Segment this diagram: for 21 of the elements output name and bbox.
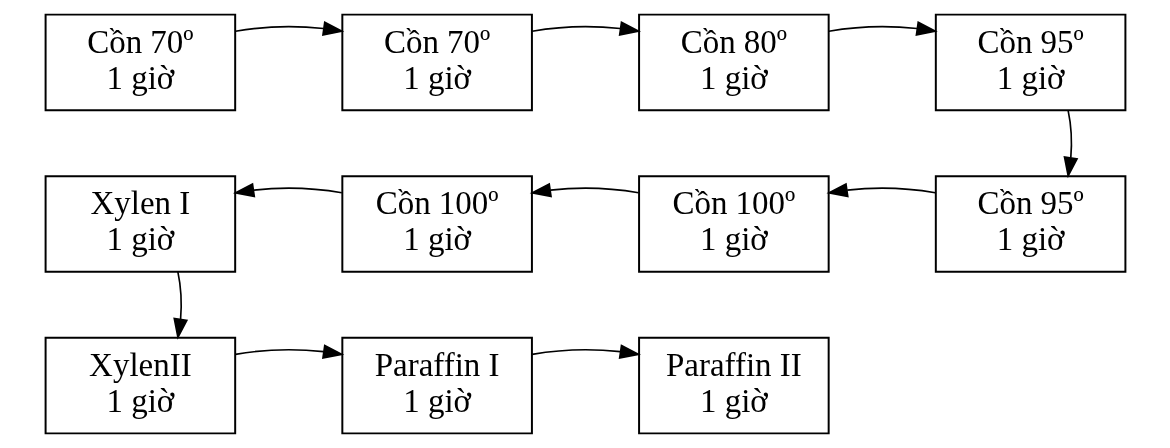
node-box: Paraffin I 1 giờ bbox=[340, 336, 533, 435]
node-box: Cồn 100º 1 giờ bbox=[340, 175, 533, 273]
arrow bbox=[825, 182, 936, 198]
arrow bbox=[827, 21, 938, 36]
node-box: Cồn 70º 1 giờ bbox=[340, 13, 533, 112]
node-box: XylenII 1 giờ bbox=[44, 336, 236, 435]
node-box: Cồn 95º 1 giờ bbox=[934, 13, 1126, 112]
arrow bbox=[529, 182, 639, 198]
arrow bbox=[234, 344, 344, 360]
arrow bbox=[232, 182, 343, 198]
arrow bbox=[530, 21, 641, 36]
node-box: Paraffin II 1 giờ bbox=[637, 336, 830, 435]
node-box: Cồn 100º 1 giờ bbox=[637, 175, 830, 273]
arrow bbox=[234, 21, 344, 36]
arrow bbox=[1062, 109, 1078, 179]
node-box: Cồn 80º 1 giờ bbox=[637, 13, 830, 112]
arrow bbox=[172, 271, 188, 340]
node-box: Cồn 95º 1 giờ bbox=[934, 175, 1126, 273]
node-box: Xylen I 1 giờ bbox=[44, 175, 236, 273]
node-box: Cồn 70º 1 giờ bbox=[44, 13, 236, 112]
arrow bbox=[530, 344, 641, 360]
